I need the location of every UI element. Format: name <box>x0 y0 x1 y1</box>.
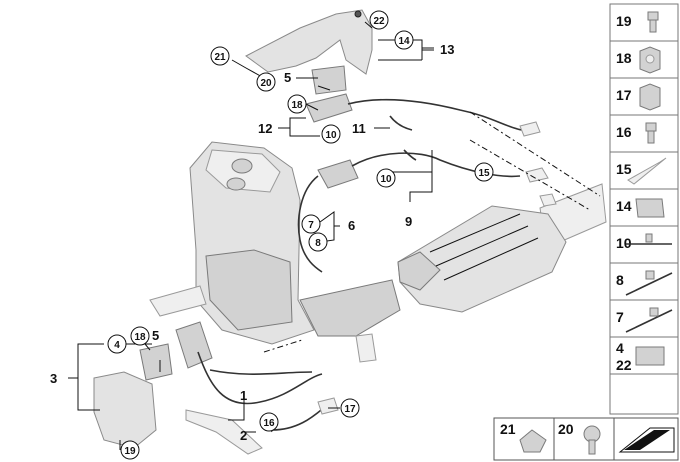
muffler-inlet <box>397 251 441 291</box>
wire-middle <box>351 152 521 178</box>
callout-3: 3 <box>50 371 57 386</box>
nox-control-module <box>317 159 359 189</box>
legend-label-8: 8 <box>616 272 624 288</box>
legend-cell-20 <box>553 417 615 461</box>
callout-22: 22 <box>373 16 385 27</box>
legend-part-18-icon <box>639 46 661 74</box>
clip-icon <box>519 429 547 453</box>
sensor-probe-right <box>539 193 557 207</box>
callout-6: 6 <box>348 218 355 233</box>
legend-label-7: 7 <box>616 309 624 325</box>
parts-legend: 19 18 17 16 15 14 10 8 7 422 <box>609 3 679 415</box>
legend-label-21: 21 <box>500 421 516 437</box>
sensor-probe-middle <box>525 167 549 183</box>
muffler <box>397 205 567 313</box>
legend-part-7-icon <box>625 307 673 333</box>
converter-port-2 <box>226 177 246 191</box>
callout-12: 12 <box>258 121 272 136</box>
legend-part-4-icon <box>635 346 665 366</box>
legend-label-4: 4 <box>616 340 624 356</box>
converter-port <box>231 158 253 174</box>
heat-shield-bracket <box>245 9 373 75</box>
callout-14: 14 <box>398 36 410 47</box>
legend-label-16: 16 <box>616 124 632 140</box>
callout-5-lower: 5 <box>152 328 159 343</box>
converter-lower-body <box>205 249 293 331</box>
lower-sensor-bracket <box>139 343 173 381</box>
callout-10-lower: 10 <box>380 174 392 185</box>
callout-18-upper: 18 <box>291 100 303 111</box>
callout-17: 17 <box>344 404 356 415</box>
lower-heat-shield <box>93 371 157 449</box>
callout-5-upper: 5 <box>284 70 291 85</box>
wire-lower-1 <box>197 351 323 405</box>
callout-13: 13 <box>440 42 454 57</box>
lower-nox-module <box>175 321 213 369</box>
legend-label-20: 20 <box>558 421 574 437</box>
legend-part-19-icon <box>647 11 659 33</box>
callout-19: 19 <box>124 446 136 457</box>
callout-7: 7 <box>308 220 314 231</box>
legend-part-16-icon <box>645 122 657 144</box>
lower-assembly <box>93 321 339 455</box>
wire-9 <box>403 149 417 161</box>
callout-15: 15 <box>478 168 490 179</box>
legend-part-10-icon <box>626 233 672 245</box>
flex-pipe <box>299 279 401 337</box>
callout-9: 9 <box>405 214 412 229</box>
bolt-shank-icon <box>588 439 596 455</box>
dash-line-upper <box>469 111 601 197</box>
converter-bracket <box>149 285 207 317</box>
legend-label-17: 17 <box>616 87 632 103</box>
pipe-hanger <box>355 333 377 363</box>
sensor-probe-upper <box>519 121 541 137</box>
callout-18-lower: 18 <box>134 332 146 343</box>
dash-line-mid <box>469 139 591 211</box>
callout-1: 1 <box>240 388 247 403</box>
wire-11 <box>389 115 413 131</box>
dash-line-lower <box>263 339 303 353</box>
bracket-bolt <box>354 10 362 18</box>
callout-21: 21 <box>214 52 226 63</box>
bottom-legend: 21 20 <box>493 417 679 461</box>
callout-labels: 21 20 22 14 18 10 10 15 7 8 4 18 16 17 1… <box>50 16 490 457</box>
legend-label-18: 18 <box>616 50 632 66</box>
callout-11: 11 <box>352 121 366 136</box>
legend-part-15-icon <box>627 157 667 185</box>
callout-2: 2 <box>240 428 247 443</box>
callout-markers <box>107 10 494 460</box>
lower-sensor-probe <box>317 397 339 415</box>
legend-label-19: 19 <box>616 13 632 29</box>
sensor-wiring <box>297 98 601 273</box>
legend-part-17-icon <box>639 83 661 111</box>
wire-lower-3 <box>271 405 327 431</box>
direction-arrow-fill-icon <box>624 430 670 450</box>
legend-part-8-icon <box>625 270 673 296</box>
legend-label-10: 10 <box>616 235 632 251</box>
callout-20: 20 <box>260 78 272 89</box>
legend-frame <box>609 3 679 415</box>
wire-upper <box>347 98 523 131</box>
exhaust-assembly <box>149 141 607 363</box>
legend-label-15: 15 <box>616 161 632 177</box>
callout-16: 16 <box>263 418 275 429</box>
legend-label-14: 14 <box>616 198 632 214</box>
wire-probe <box>297 175 323 273</box>
callout-8: 8 <box>315 238 321 249</box>
legend-label-22: 22 <box>616 357 632 373</box>
wire-lower-2 <box>209 369 313 375</box>
callout-10-upper: 10 <box>325 130 337 141</box>
nox-sensor-module-upper <box>305 93 353 123</box>
legend-part-14-icon <box>635 198 665 218</box>
callout-4: 4 <box>114 340 120 351</box>
